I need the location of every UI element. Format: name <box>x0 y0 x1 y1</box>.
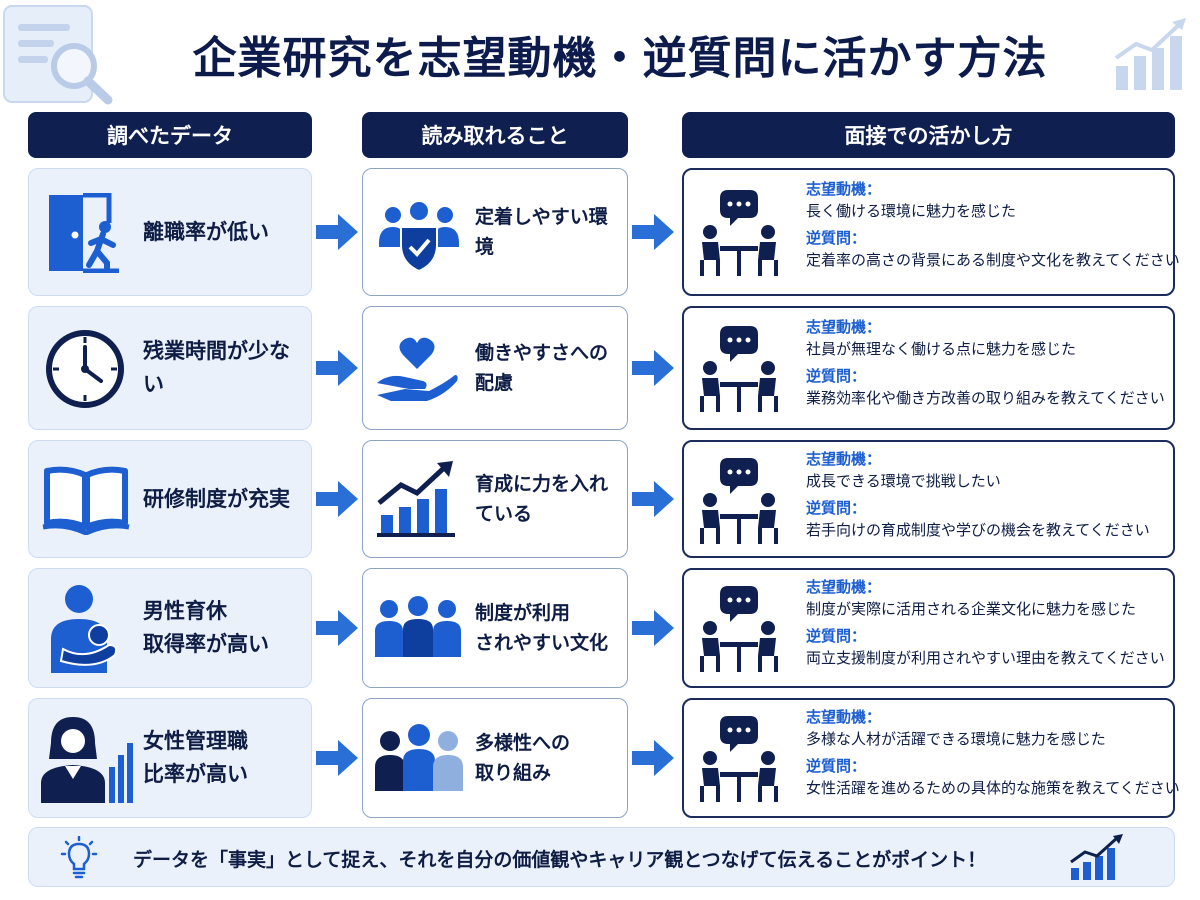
data-label: 男性育休 取得率が高い <box>143 599 269 656</box>
interview-meeting-icon <box>700 458 778 544</box>
question-label: 逆質問： <box>806 367 867 385</box>
motive-label: 志望動機： <box>806 708 882 726</box>
interview-card: 志望動機： 多様な人材が活躍できる環境に魅力を感じた 逆質問： 女性活躍を進める… <box>682 698 1180 818</box>
arrow-right-icon <box>316 740 358 776</box>
arrow-right-icon <box>632 610 674 646</box>
arrow-right-icon <box>632 214 674 250</box>
arrow-right-icon <box>632 740 674 776</box>
interview-card: 志望動機： 長く働ける環境に魅力を感じた 逆質問： 定着率の高さの背景にある制度… <box>682 168 1180 296</box>
data-label: 研修制度が充実 <box>143 486 290 511</box>
businesswoman-chart-icon <box>41 717 133 803</box>
motive-text: 長く働ける環境に魅力を感じた <box>806 202 1017 220</box>
arrow-right-icon <box>316 481 358 517</box>
motive-label: 志望動機： <box>806 450 882 468</box>
arrow-right-icon <box>316 214 358 250</box>
question-label: 逆質問： <box>806 229 867 247</box>
data-card: 残業時間が少ない <box>28 306 312 430</box>
insight-card: 働きやすさへの配慮 <box>362 306 628 430</box>
data-card: 女性管理職 比率が高い <box>28 698 312 818</box>
book-icon <box>42 466 130 535</box>
question-label: 逆質問： <box>806 757 867 775</box>
motive-label: 志望動機： <box>806 578 882 596</box>
growth-chart-icon <box>1070 834 1123 880</box>
diverse-people-icon <box>375 724 463 791</box>
column-header-insight: 読み取れること <box>362 112 628 158</box>
data-card: 離職率が低い <box>28 168 312 296</box>
insight-label: 多様性への 取り組み <box>475 731 571 784</box>
question-text: 女性活躍を進めるための具体的な施策を教えてください <box>806 779 1180 797</box>
father-baby-icon <box>51 585 118 673</box>
motive-text: 社員が無理なく働ける点に魅力を感じた <box>806 340 1077 358</box>
growth-chart-icon <box>377 461 455 537</box>
motive-text: 多様な人材が活躍できる環境に魅力を感じた <box>806 730 1106 748</box>
footer-tip-box: データを「事実」として捉え、それを自分の価値観やキャリア観とつなげて伝えることが… <box>28 827 1175 887</box>
clock-icon <box>46 330 124 408</box>
question-text: 若手向けの育成制度や学びの機会を教えてください <box>806 521 1150 539</box>
insight-card: 制度が利用 されやすい文化 <box>362 568 628 688</box>
insight-label: 育成に力を入れている <box>475 472 609 525</box>
interview-card: 志望動機： 制度が実際に活用される企業文化に魅力を感じた 逆質問： 両立支援制度… <box>682 568 1175 688</box>
people-shield-icon <box>379 202 459 273</box>
growth-chart-decoration-icon <box>1114 18 1186 90</box>
question-text: 両立支援制度が利用されやすい理由を教えてください <box>806 649 1165 667</box>
question-text: 定着率の高さの背景にある制度や文化を教えてください <box>806 251 1180 269</box>
motive-text: 成長できる環境で挑戦したい <box>806 472 1001 490</box>
footer-tip-text: データを「事実」として捉え、それを自分の価値観やキャリア観とつなげて伝えることが… <box>133 848 987 871</box>
arrow-right-icon <box>316 610 358 646</box>
insight-card: 育成に力を入れている <box>362 440 628 558</box>
data-card: 男性育休 取得率が高い <box>28 568 312 688</box>
motive-label: 志望動機： <box>806 318 882 336</box>
arrow-right-icon <box>316 350 358 386</box>
interview-meeting-icon <box>700 586 778 672</box>
insight-label: 制度が利用 されやすい文化 <box>475 601 609 654</box>
column-header-data: 調べたデータ <box>28 112 312 158</box>
interview-meeting-icon <box>700 716 778 802</box>
group-icon <box>375 596 461 657</box>
lightbulb-icon <box>60 836 98 879</box>
insight-label: 定着しやすい環境 <box>475 205 608 258</box>
insight-card: 多様性への 取り組み <box>362 698 628 818</box>
column-header-usage: 面接での活かし方 <box>682 112 1175 158</box>
insight-label: 働きやすさへの配慮 <box>475 341 609 394</box>
interview-meeting-icon <box>700 326 778 412</box>
motive-text: 制度が実際に活用される企業文化に魅力を感じた <box>806 600 1137 618</box>
data-label: 残業時間が少ない <box>143 339 290 396</box>
page-title: 企業研究を志望動機・逆質問に活かす方法 <box>192 33 1048 84</box>
arrow-right-icon <box>632 481 674 517</box>
door-exit-icon <box>49 193 119 273</box>
document-search-icon <box>3 5 113 105</box>
arrow-right-icon <box>632 350 674 386</box>
data-label: 女性管理職 比率が高い <box>143 729 248 786</box>
interview-meeting-icon <box>700 190 778 276</box>
question-label: 逆質問： <box>806 627 867 645</box>
question-text: 業務効率化や働き方改善の取り組みを教えてください <box>806 389 1165 407</box>
interview-card: 志望動機： 社員が無理なく働ける点に魅力を感じた 逆質問： 業務効率化や働き方改… <box>682 306 1175 430</box>
heart-hand-icon <box>377 337 458 401</box>
data-label: 離職率が低い <box>143 219 269 244</box>
question-label: 逆質問： <box>806 499 867 517</box>
data-card: 研修制度が充実 <box>28 440 312 558</box>
insight-card: 定着しやすい環境 <box>362 168 628 296</box>
motive-label: 志望動機： <box>806 180 882 198</box>
interview-card: 志望動機： 成長できる環境で挑戦したい 逆質問： 若手向けの育成制度や学びの機会… <box>682 440 1175 558</box>
